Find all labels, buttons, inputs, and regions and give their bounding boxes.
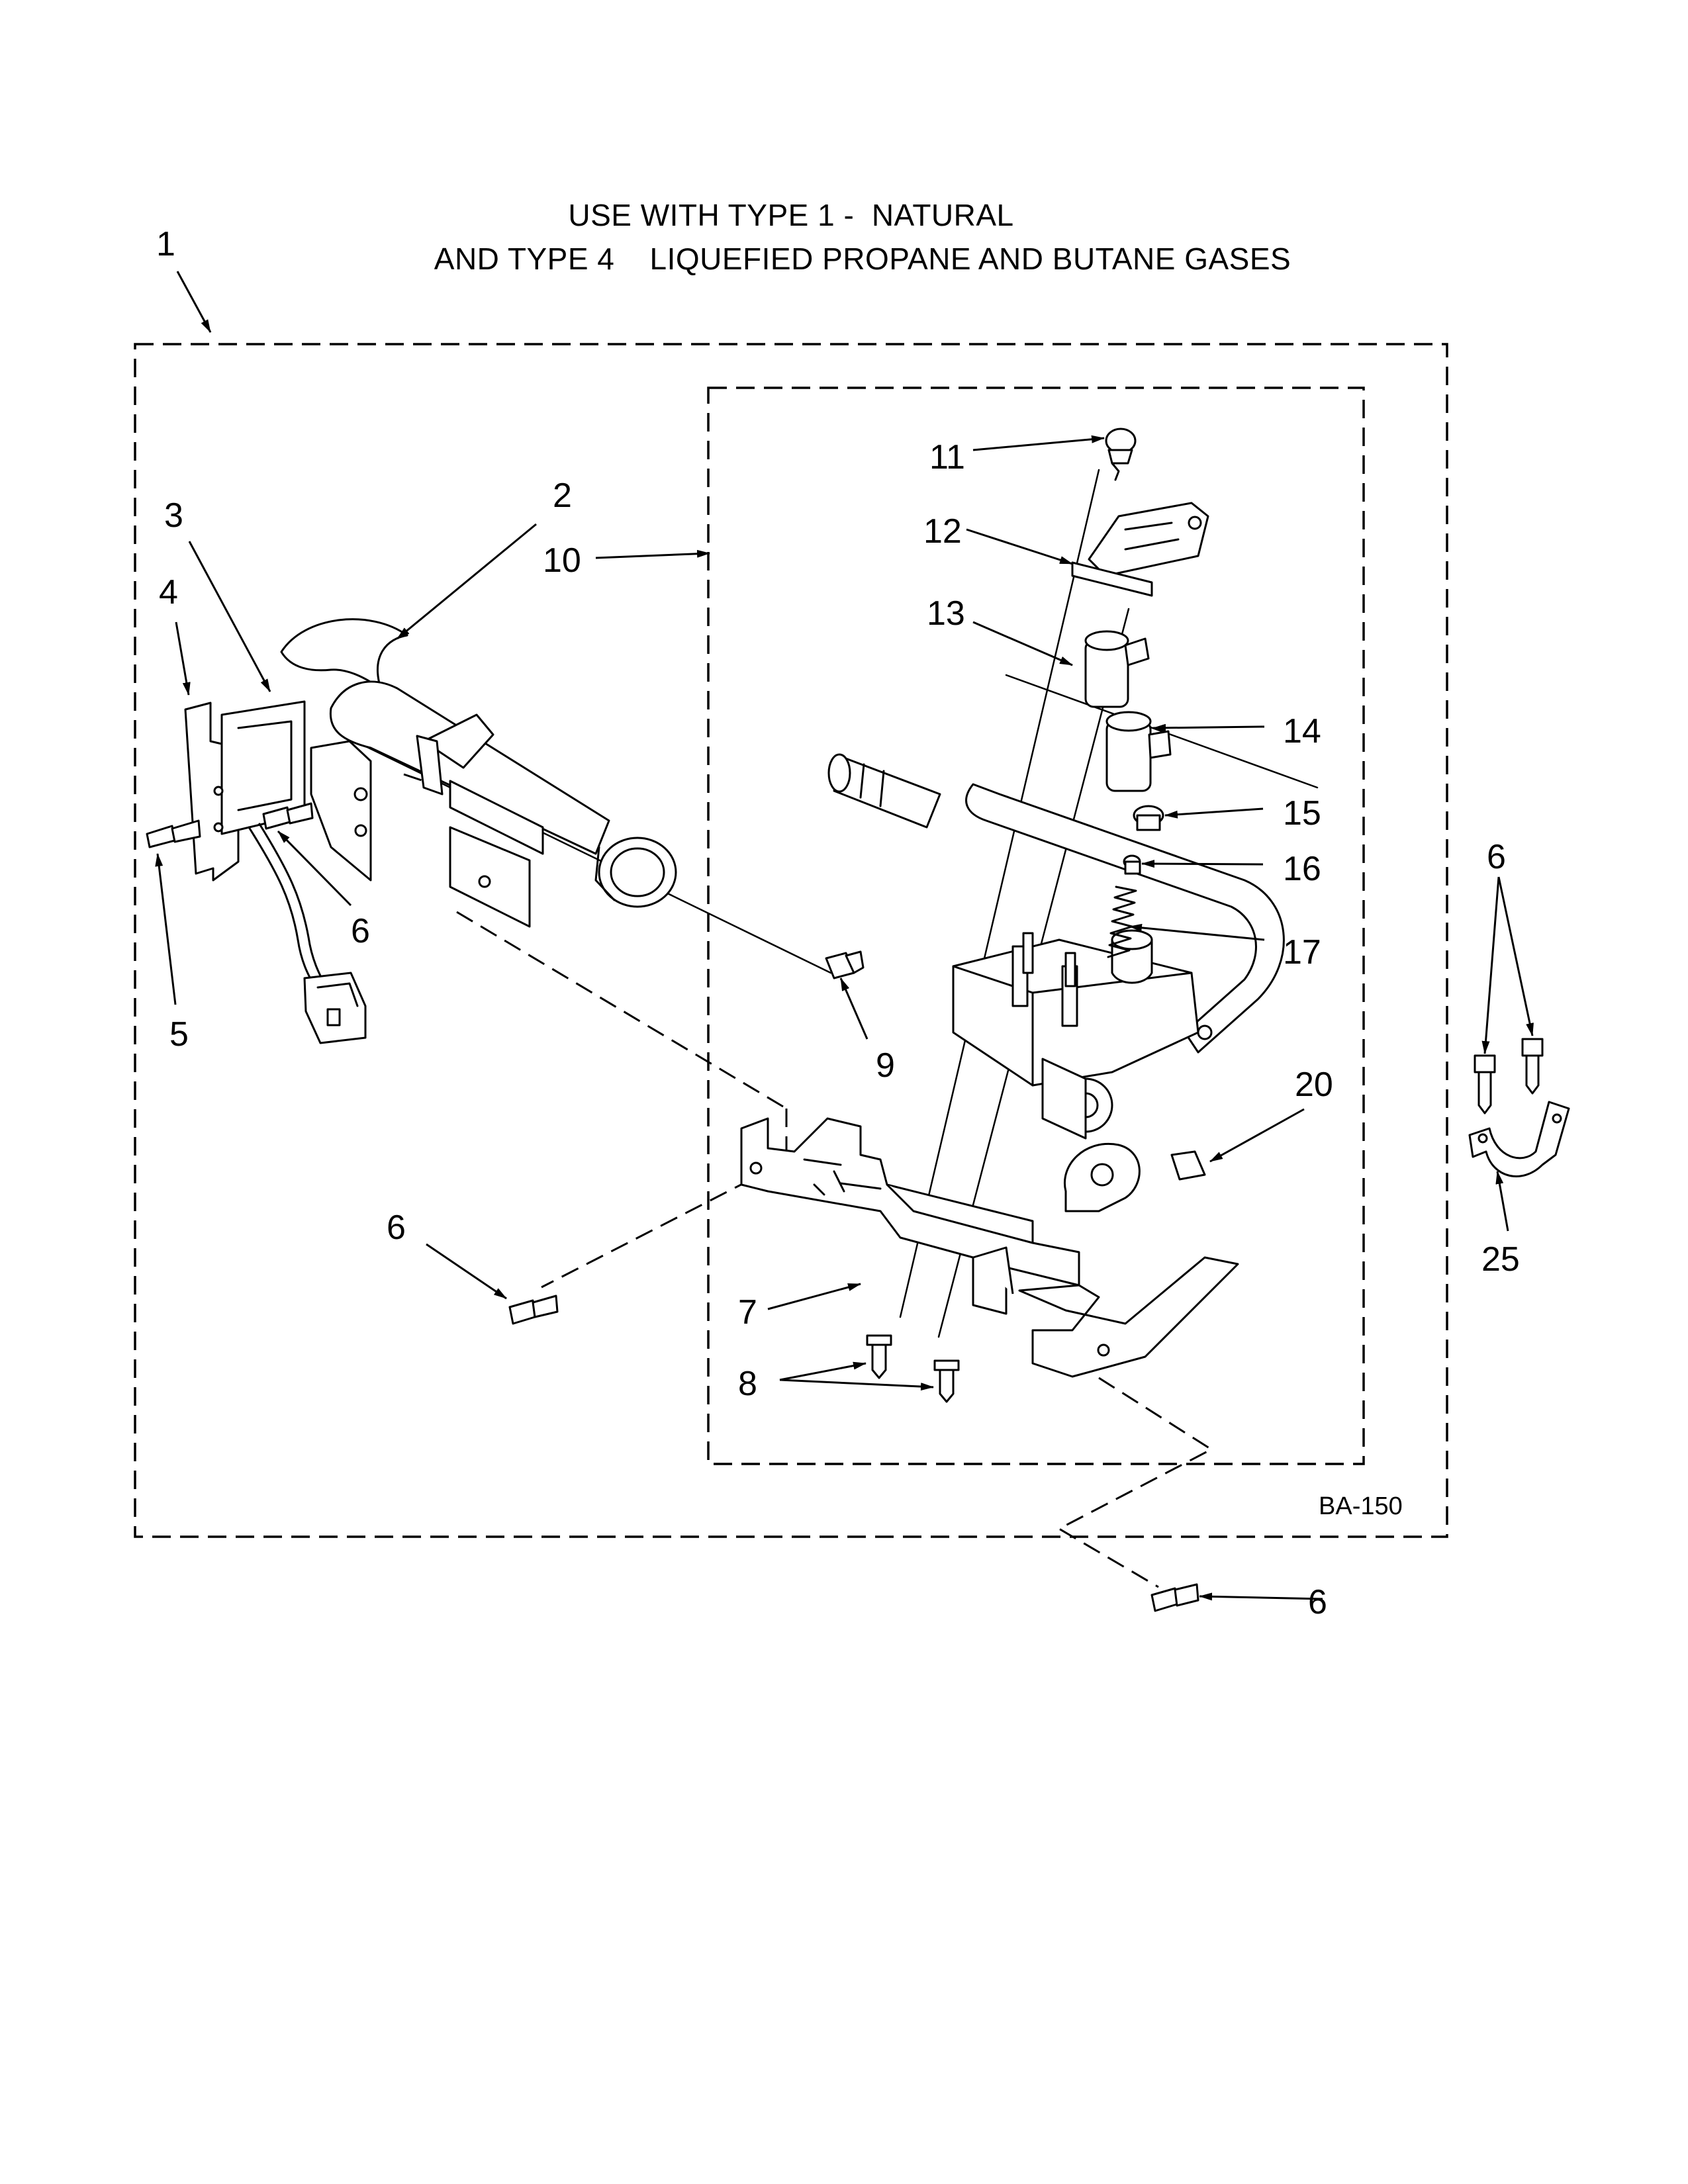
burner-tube	[280, 618, 677, 928]
callout-2: 2	[553, 477, 572, 515]
igniter-connector	[1170, 1150, 1206, 1181]
assembly-path-lines	[403, 773, 1213, 1588]
side-screws-part-6	[1474, 1038, 1544, 1115]
burner-support-bracket	[740, 1117, 1239, 1378]
gas-valve-body	[952, 929, 1213, 1140]
screw-part-6-bracket	[262, 802, 314, 830]
callout-12: 12	[923, 512, 962, 551]
callout-25: 25	[1481, 1240, 1520, 1279]
screw-part-5	[146, 819, 201, 848]
callout-leaders	[155, 271, 1534, 1601]
callout-6-bracket: 6	[351, 912, 370, 950]
valve-seal-and-plunger	[1123, 805, 1164, 875]
screws-part-8	[866, 1334, 960, 1403]
screw-part-6-bottom	[1150, 1583, 1199, 1612]
callout-15: 15	[1283, 794, 1321, 833]
title-line-1: USE WITH TYPE 1 - NATURAL	[568, 198, 1014, 232]
igniter-sleeve	[827, 753, 941, 829]
callout-11: 11	[929, 438, 965, 477]
callout-3: 3	[164, 496, 183, 535]
valve-spring	[1107, 886, 1137, 958]
gas-tube-loop	[965, 783, 1285, 1054]
gas-line-clip	[1468, 1101, 1570, 1177]
callout-8: 8	[738, 1365, 757, 1403]
callout-9: 9	[876, 1046, 895, 1085]
solenoid-coil-upper	[1084, 630, 1150, 708]
callout-6-bottom: 6	[1308, 1583, 1327, 1621]
callout-13: 13	[927, 594, 965, 633]
callout-1: 1	[156, 225, 175, 263]
callout-10: 10	[543, 541, 581, 580]
callout-17: 17	[1283, 933, 1321, 972]
callout-6-lower-left: 6	[387, 1208, 406, 1247]
solenoid-coil-lower	[1105, 711, 1172, 792]
inner-assembly-boundary	[707, 387, 1365, 1465]
callout-6-side: 6	[1487, 838, 1506, 876]
outer-assembly-boundary	[134, 343, 1448, 1538]
wire-harness	[248, 823, 367, 1044]
callout-16: 16	[1283, 850, 1321, 888]
callout-7: 7	[738, 1293, 757, 1332]
callout-5: 5	[169, 1015, 189, 1054]
solenoid-coil-bracket	[1071, 502, 1209, 597]
callout-4: 4	[159, 573, 178, 612]
callout-20: 20	[1295, 1066, 1333, 1104]
screw-part-6-lower-left	[508, 1295, 559, 1325]
screw-part-11	[1105, 428, 1137, 481]
title-line-2: AND TYPE 4 LIQUEFIED PROPANE AND BUTANE …	[434, 242, 1291, 276]
diagram-code: BA-150	[1319, 1492, 1403, 1520]
callout-14: 14	[1283, 712, 1321, 751]
valve-pins	[1022, 932, 1076, 987]
screw-part-9	[825, 950, 865, 979]
